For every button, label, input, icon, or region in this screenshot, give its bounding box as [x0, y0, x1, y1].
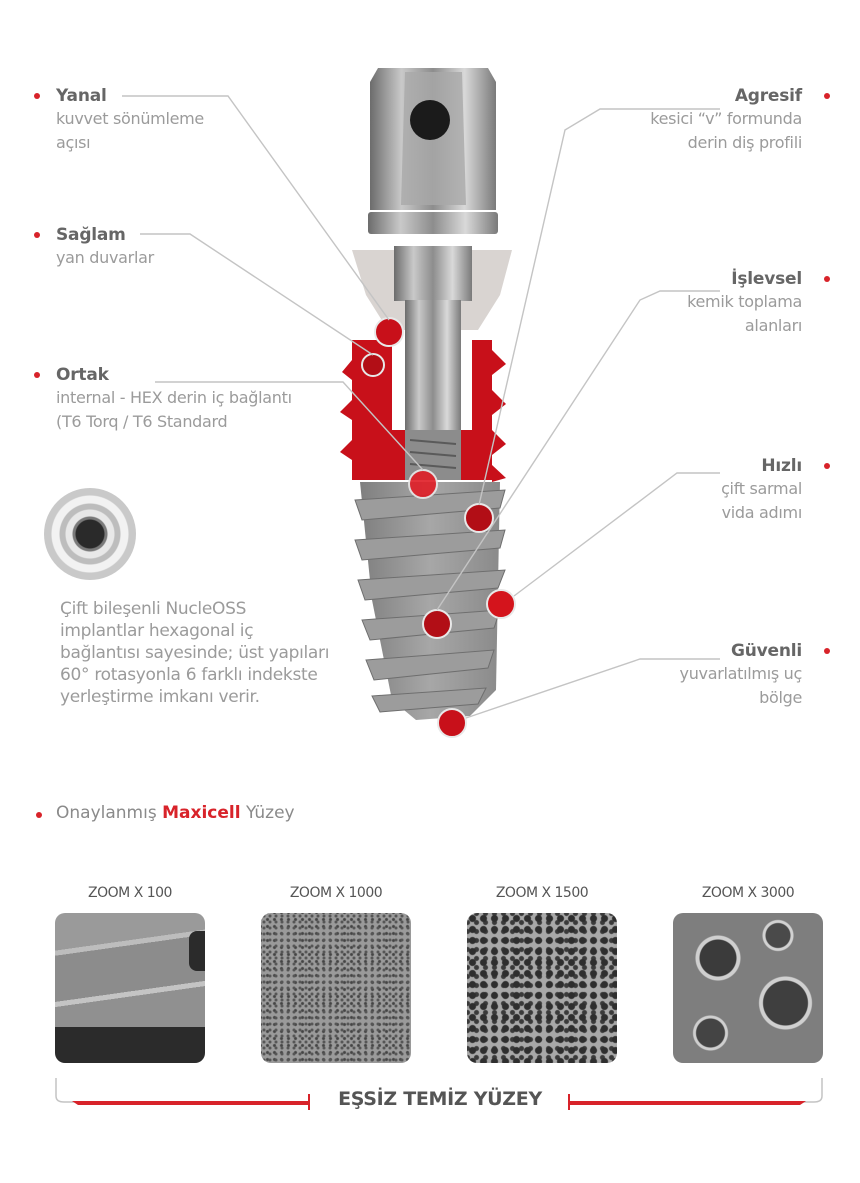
hex-description: Çift bileşenli NucleOSS implantlar hexag…	[60, 598, 360, 708]
callout-hizli: Hızlı çift sarmal vida adımı	[562, 455, 830, 525]
callout-desc: (T6 Torq / T6 Standard	[56, 412, 228, 431]
zoom-label: ZOOM X 1500	[495, 885, 589, 901]
sem-image-x1500	[467, 913, 617, 1063]
callout-desc: kemik toplama	[687, 292, 802, 311]
callout-desc: yuvarlatılmış uç	[679, 664, 803, 683]
implant-cross-section	[340, 340, 506, 482]
zoom-label: ZOOM X 1000	[289, 885, 383, 901]
bullet-icon	[34, 93, 40, 99]
zoom-label: ZOOM X 100	[88, 885, 172, 901]
callout-desc: alanları	[744, 316, 802, 335]
zoom-label: ZOOM X 3000	[701, 885, 795, 901]
callout-title: İşlevsel	[731, 269, 802, 289]
callout-desc: açısı	[56, 133, 91, 152]
callout-ortak: Ortak internal - HEX derin iç bağlantı (…	[34, 364, 292, 434]
hex-description-line: yerleştirme imkanı verir.	[60, 687, 260, 707]
bullet-icon	[824, 648, 830, 654]
bullet-icon	[36, 812, 42, 818]
surface-prefix: Onaylanmış	[56, 803, 157, 823]
callout-title: Sağlam	[56, 225, 126, 245]
surface-heading: Onaylanmış Maxicell Yüzey	[30, 803, 295, 823]
abutment-head	[368, 68, 498, 234]
callout-agresif: Agresif kesici “v” formunda derin diş pr…	[562, 85, 830, 155]
feature-markers	[361, 317, 516, 738]
bullet-icon	[824, 276, 830, 282]
sem-image-x100	[55, 913, 205, 1063]
callout-saglam: Sağlam yan duvarlar	[34, 224, 154, 270]
leader-lines	[122, 95, 720, 719]
callout-title: Ortak	[56, 365, 109, 385]
callout-desc: çift sarmal	[721, 479, 802, 498]
hex-description-line: bağlantısı sayesinde; üst yapıları	[60, 643, 330, 663]
bullet-icon	[824, 463, 830, 469]
callout-islevsel: İşlevsel kemik toplama alanları	[562, 268, 830, 338]
callout-desc: kesici “v” formunda	[650, 109, 802, 128]
callout-desc: kuvvet sönümleme	[56, 109, 204, 128]
callout-title: Güvenli	[730, 641, 802, 661]
callout-yanal: Yanal kuvvet sönümleme açısı	[34, 85, 204, 155]
callout-desc: yan duvarlar	[56, 248, 154, 267]
callout-title: Yanal	[56, 86, 107, 106]
hex-description-line: 60° rotasyonla 6 farklı indekste	[60, 665, 318, 685]
callout-desc: bölge	[759, 688, 802, 707]
callout-title: Agresif	[734, 86, 802, 106]
bullet-icon	[34, 372, 40, 378]
surface-footer-title: EŞSİZ TEMİZ YÜZEY	[338, 1088, 542, 1110]
callout-desc: derin diş profili	[687, 133, 803, 152]
bullet-icon	[34, 232, 40, 238]
callout-title: Hızlı	[761, 456, 802, 476]
callout-desc: vida adımı	[721, 503, 803, 522]
callout-guvenli: Güvenli yuvarlatılmış uç bölge	[562, 640, 830, 710]
sem-image-x3000	[673, 913, 823, 1063]
surface-bracket	[55, 1078, 823, 1110]
bullet-icon	[824, 93, 830, 99]
brand-name: Maxicell	[162, 803, 241, 823]
hex-description-line: Çift bileşenli NucleOSS	[60, 599, 247, 619]
hex-description-line: implantlar hexagonal iç	[60, 621, 254, 641]
hex-connection-top-view	[44, 488, 136, 580]
callout-desc: internal - HEX derin iç bağlantı	[56, 388, 292, 407]
sem-image-x1000	[261, 913, 411, 1063]
implant-threaded-body	[354, 482, 506, 720]
surface-suffix: Yüzey	[245, 803, 295, 823]
